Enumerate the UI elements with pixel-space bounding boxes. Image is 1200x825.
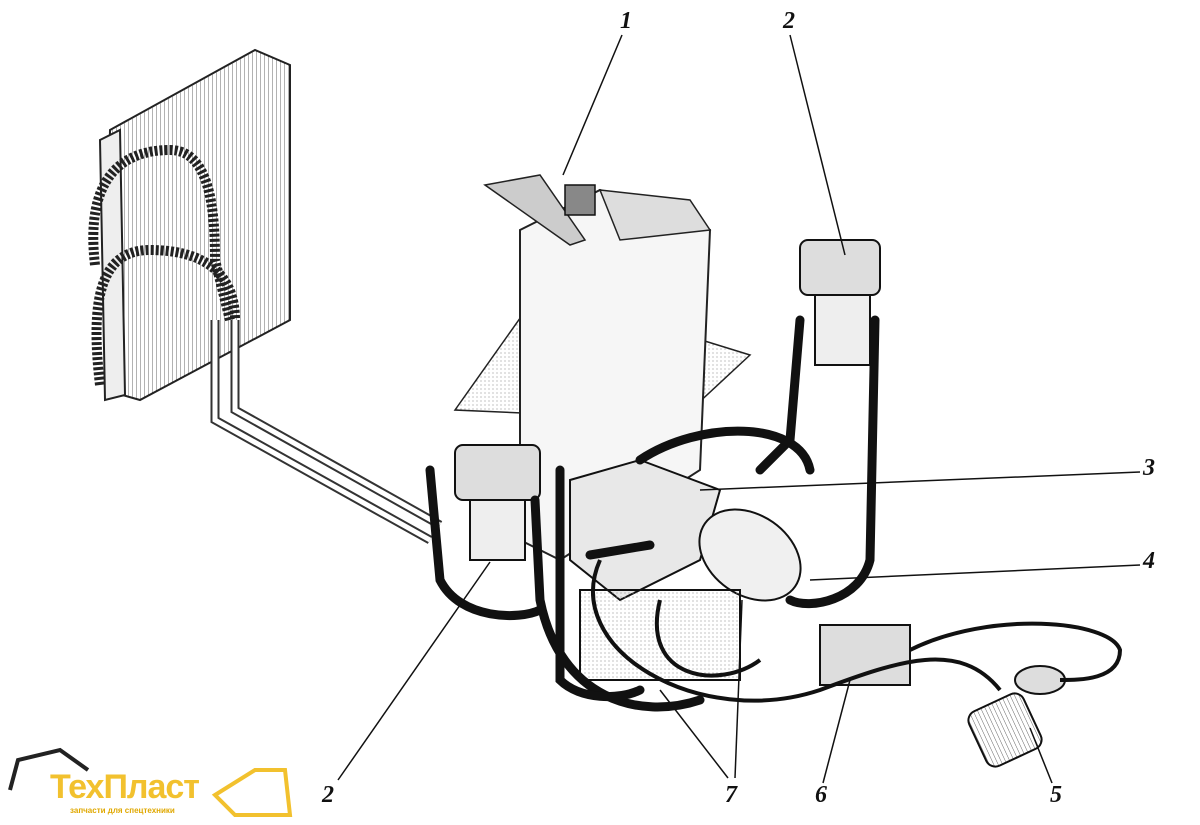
callout-7: 7 — [725, 782, 737, 808]
logo-tagline: запчасти для спецтехники — [70, 806, 175, 815]
logo-excavator-icon — [8, 747, 293, 817]
leader-lines — [337, 34, 1141, 784]
logo-name: ТехПласт — [50, 768, 200, 807]
callout-5: 5 — [1050, 782, 1062, 808]
logo-name-part1: Тех — [50, 768, 104, 806]
hoses — [425, 315, 880, 712]
callout-4: 4 — [1143, 548, 1155, 574]
thin-hoses — [591, 559, 1123, 703]
logo: ТехПласт запчасти для спецтехники — [0, 740, 300, 825]
callout-2-bottom: 2 — [322, 782, 334, 808]
filter-left — [454, 444, 541, 561]
filter-5 — [967, 665, 1066, 768]
filter-top-right — [799, 239, 881, 366]
pump-4 — [698, 508, 802, 602]
callout-3: 3 — [1143, 455, 1155, 481]
hydraulic-tank — [453, 174, 752, 562]
filler-cap — [564, 184, 596, 216]
callout-6: 6 — [815, 782, 827, 808]
radiator-hoses — [88, 144, 240, 386]
logo-name-part2: Пласт — [103, 768, 200, 806]
radiator — [98, 48, 291, 402]
callout-2-top: 2 — [783, 8, 795, 34]
callout-1: 1 — [620, 8, 632, 34]
